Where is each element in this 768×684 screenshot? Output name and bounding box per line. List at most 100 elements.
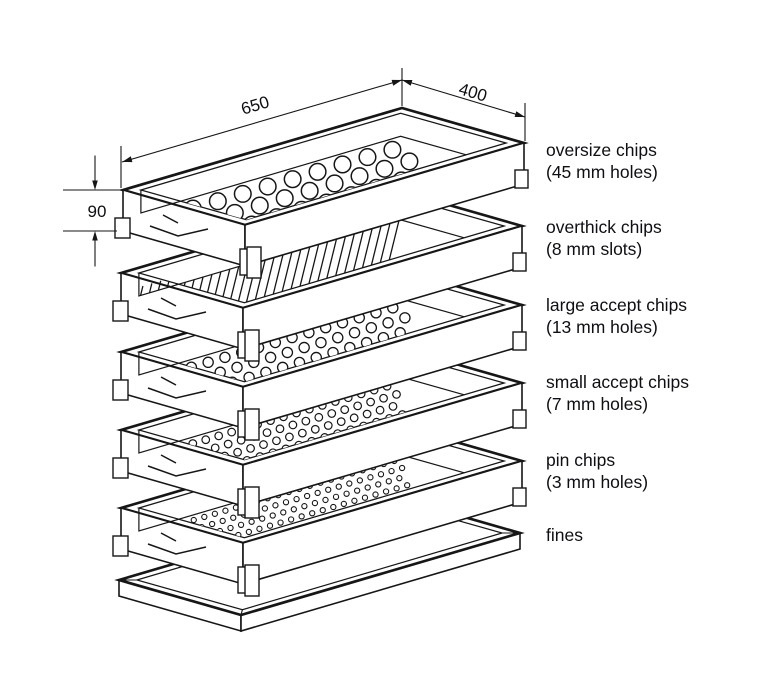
screen-hole — [266, 522, 274, 529]
screen-hole — [153, 483, 161, 491]
label-small-accept-holes: (7 mm holes) — [546, 394, 648, 414]
screen-hole — [259, 515, 266, 522]
screen-hole — [272, 502, 279, 509]
screen-hole — [383, 140, 402, 159]
screen-hole — [230, 514, 237, 521]
label-small-accept-chips: small accept chips — [546, 372, 689, 392]
stacking-tab-left — [112, 535, 129, 557]
screen-hole — [336, 417, 346, 427]
screen-hole — [400, 152, 419, 171]
stacking-tab-left — [112, 457, 129, 479]
screen-hole — [382, 488, 390, 495]
screen-hole — [287, 516, 295, 523]
stacking-tab-left — [112, 300, 129, 322]
screen-hole — [280, 509, 287, 516]
screen-hole — [377, 471, 385, 478]
screen-hole — [388, 467, 395, 475]
screen-hole — [399, 312, 411, 324]
screen-hole — [366, 397, 376, 407]
screen-hole — [301, 503, 308, 510]
screen-hole — [245, 528, 253, 536]
screen-hole — [379, 393, 388, 403]
screen-hole — [309, 510, 316, 517]
screen-hole — [311, 499, 319, 507]
screen-hole — [333, 155, 352, 174]
screen-hole — [144, 246, 161, 263]
screen-hole — [358, 148, 377, 167]
tray-small-accept — [112, 346, 527, 519]
screen-hole — [237, 521, 245, 529]
screen-hole — [393, 485, 400, 492]
stacking-tab-front — [244, 564, 260, 597]
dimension-90 — [63, 155, 120, 267]
handle-mark — [147, 308, 207, 320]
arrowhead-icon — [92, 231, 98, 241]
screen-hole — [211, 510, 219, 517]
screen-hole — [259, 440, 268, 449]
stacking-tab-front — [246, 246, 262, 279]
screen-hole — [275, 424, 285, 434]
slot-line — [179, 270, 198, 303]
screen-hole — [396, 475, 403, 482]
screen-hole — [375, 481, 382, 488]
arrowhead-icon — [122, 156, 133, 163]
handle-mark — [162, 214, 179, 224]
screen-hole — [325, 486, 332, 493]
stacking-tab-front — [244, 408, 260, 441]
handle-mark — [160, 376, 177, 386]
screen-hole — [330, 503, 337, 511]
tray-floor-edge — [140, 135, 467, 214]
arrowhead-icon — [402, 80, 413, 86]
slot-line — [170, 272, 189, 303]
screen-hole — [288, 420, 298, 430]
label-large-accept-holes: (13 mm holes) — [546, 317, 658, 337]
screen-hole — [335, 483, 342, 490]
dimension-650 — [120, 68, 403, 188]
screen-hole — [264, 351, 277, 364]
screen-hole — [282, 499, 290, 506]
screen-hole — [300, 181, 319, 200]
screen-hole — [275, 189, 294, 208]
label-pin-holes: (3 mm holes) — [546, 472, 648, 492]
arrowhead-icon — [391, 79, 402, 86]
screen-hole — [143, 402, 153, 412]
screen-hole — [281, 346, 294, 359]
tray-large-accept — [112, 268, 527, 441]
screen-hole — [314, 489, 321, 497]
screen-hole — [297, 428, 307, 438]
screen-hole — [349, 413, 359, 423]
screen-hole — [250, 196, 269, 215]
screen-hole — [351, 497, 358, 504]
stacking-tab-right — [512, 252, 527, 272]
screen-hole — [272, 436, 281, 446]
screen-hole — [210, 443, 220, 453]
screen-hole — [356, 477, 364, 484]
screen-hole — [375, 405, 385, 415]
screen-hole — [319, 506, 326, 514]
screen-hole — [301, 416, 311, 426]
screen-hole — [277, 519, 284, 526]
handle-mark — [160, 454, 177, 464]
screen-hole — [375, 159, 394, 178]
screen-hole — [382, 317, 394, 329]
screen-hole — [372, 491, 379, 498]
screen-hole — [331, 331, 344, 344]
screen-hole — [242, 215, 261, 220]
tray-oversize — [114, 106, 529, 279]
handle-mark — [149, 225, 209, 237]
screen-hole — [283, 170, 302, 189]
screen-hole — [362, 409, 372, 419]
tray-inner-rim — [138, 112, 509, 221]
screen-hole — [343, 490, 350, 497]
screen-hole — [190, 516, 197, 524]
screen-hole — [310, 424, 320, 434]
label-fines: fines — [546, 525, 583, 545]
arrowhead-icon — [92, 180, 98, 190]
screen-hole — [227, 524, 234, 532]
screen-hole — [303, 492, 311, 500]
screen-hole — [350, 167, 369, 186]
screen-hole — [323, 421, 333, 430]
screen-hole — [233, 184, 252, 203]
